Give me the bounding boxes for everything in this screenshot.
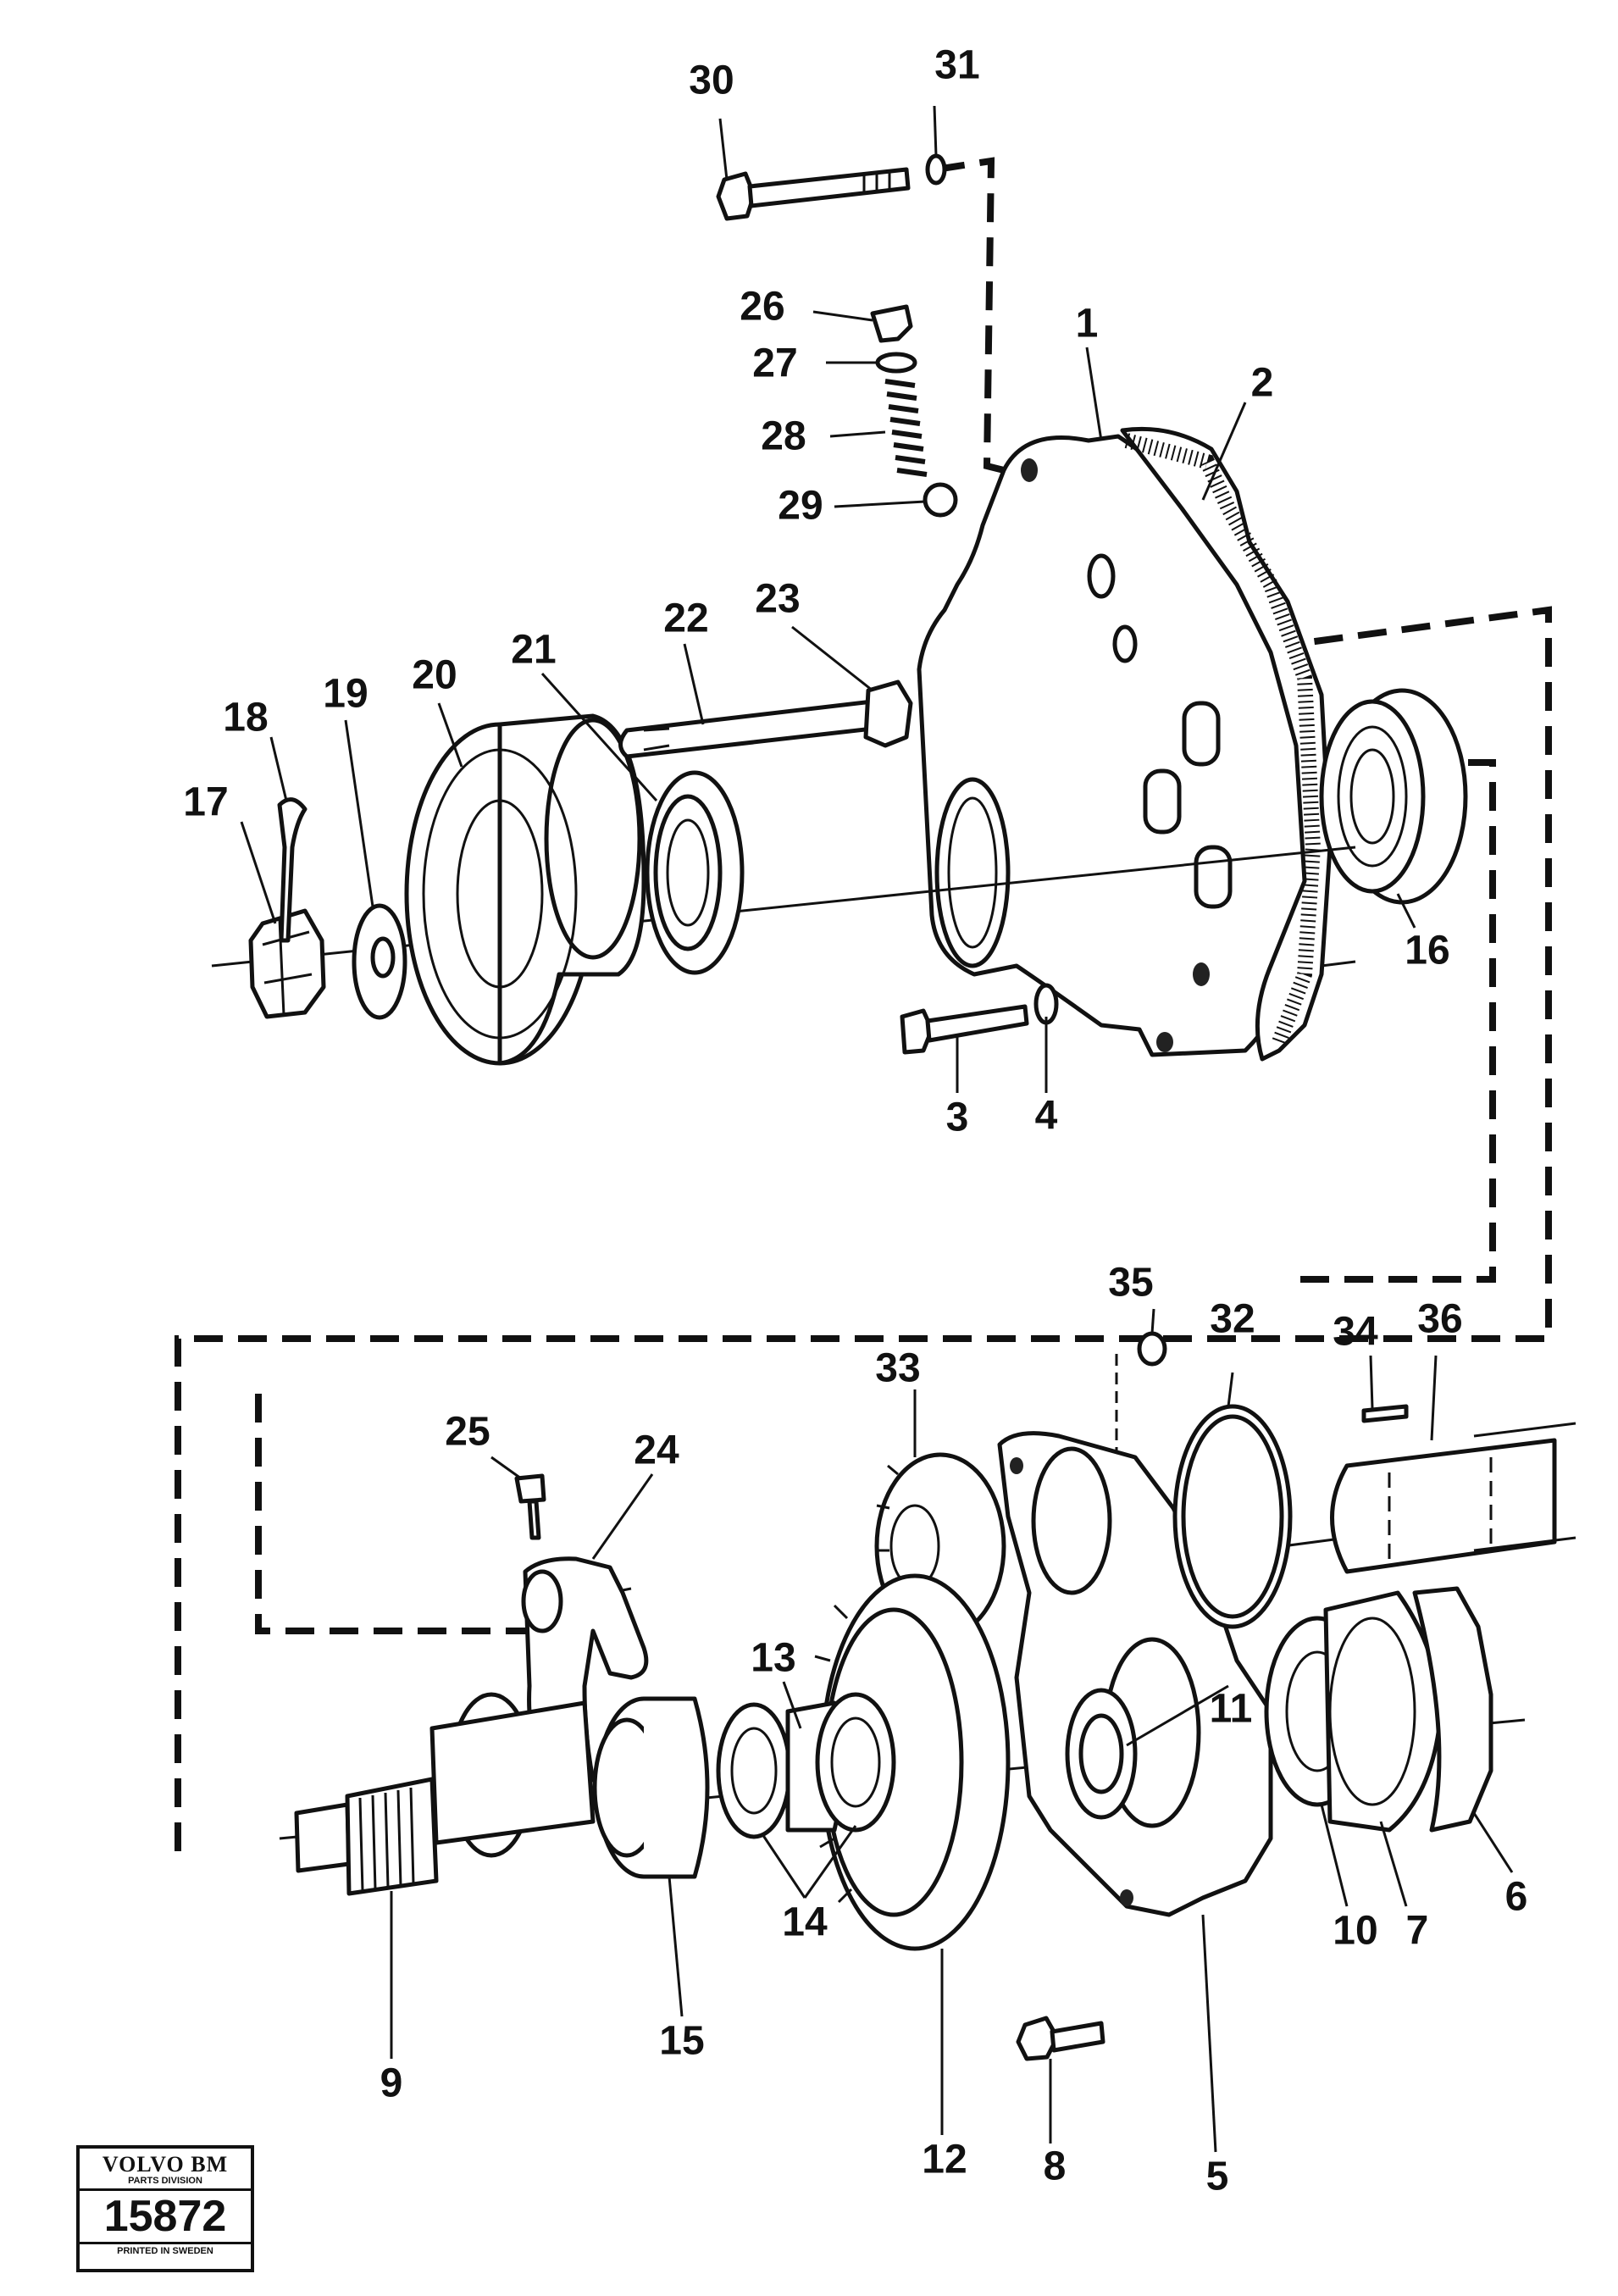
gasket-2 [1120,426,1333,1062]
callout-2: 2 [1251,361,1274,406]
stamp-code: 15872 [103,2192,227,2241]
roller-bearing-14b [815,1692,896,1833]
leader-lines [240,105,1514,2153]
callout-34: 34 [1333,1310,1378,1355]
callout-27: 27 [752,341,797,386]
callout-9: 9 [380,2061,403,2106]
callout-32: 32 [1210,1297,1255,1342]
castle-nut-17 [248,908,326,1019]
gear-12 [808,1573,1011,1951]
coupling-sleeve-15 [592,1696,710,1879]
housing-cover-1 [917,434,1324,1057]
bolt-30 [716,167,911,221]
gasket-6 [1412,1586,1493,1833]
volvo-bm-stamp: VOLVO BM PARTS DIVISION 15872 PRINTED IN… [76,2145,254,2272]
callout-21: 21 [511,628,556,673]
callout-5: 5 [1206,2155,1229,2199]
output-shaft-9 [294,1692,596,1896]
callout-25: 25 [445,1410,490,1455]
callout-29: 29 [778,484,823,529]
seal-11 [1065,1688,1138,1820]
companion-flange-20 [404,713,646,1066]
washer-19 [352,903,407,1020]
callout-20: 20 [412,653,457,698]
spring-28 [884,379,928,477]
callout-35: 35 [1108,1261,1153,1306]
callout-15: 15 [659,2019,704,2064]
screw-25 [514,1473,546,1540]
upper-shaft-axis-right [1321,960,1356,968]
callout-26: 26 [740,285,784,330]
roller-bearing-14a [716,1702,792,1839]
callout-6: 6 [1505,1875,1528,1920]
callout-30: 30 [689,58,734,103]
callout-28: 28 [761,414,806,459]
callout-8: 8 [1044,2144,1067,2189]
bolt-8 [1016,2016,1105,2061]
stamp-brand: VOLVO BM [102,2152,229,2177]
nut-23 [863,679,913,748]
callout-22: 22 [663,596,708,641]
shaft-36 [1330,1422,1576,1574]
plug-26 [870,304,913,343]
callout-4: 4 [1035,1094,1058,1139]
stamp-printed: PRINTED IN SWEDEN [80,2242,251,2256]
bolt-3 [900,1004,1029,1055]
ball-bearing-16 [1319,688,1468,905]
stamp-division: PARTS DIVISION [80,2176,251,2191]
callout-10: 10 [1333,1909,1377,1954]
callout-3: 3 [946,1095,969,1140]
callout-23: 23 [755,577,800,622]
seal-ring-27 [875,352,917,374]
callout-11: 11 [1210,1687,1253,1732]
callout-18: 18 [223,696,268,740]
callout-7: 7 [1406,1909,1429,1954]
assembly-dashed-outline-outer [175,606,1552,1851]
oil-seal-21 [645,770,745,975]
key-34 [1361,1404,1409,1423]
callout-19: 19 [323,672,368,717]
callout-24: 24 [634,1428,679,1473]
split-pin-18 [277,797,308,943]
callout-1: 1 [1076,302,1099,347]
callout-33: 33 [875,1346,920,1391]
callout-12: 12 [922,2138,967,2182]
washer-35 [1137,1331,1167,1367]
callout-13: 13 [751,1636,795,1681]
callout-31: 31 [934,43,979,88]
bolt-30-dashed-path [935,157,1005,474]
callout-17: 17 [183,780,228,825]
ball-29 [923,482,958,518]
callout-36: 36 [1417,1297,1462,1342]
callout-16: 16 [1405,929,1449,973]
callout-14: 14 [782,1900,828,1945]
assembly-dashed-outline-inner [255,1394,542,1634]
shift-shaft-22 [618,699,875,759]
o-ring-32 [1172,1404,1293,1629]
washer-31 [925,153,947,186]
